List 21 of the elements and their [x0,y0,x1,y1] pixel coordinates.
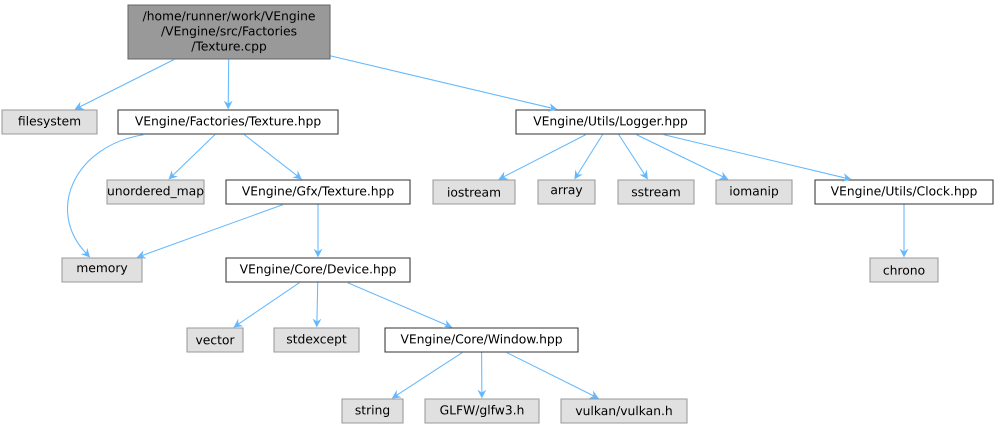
system-header-box: chrono [869,257,939,283]
system-header-box: filesystem [1,109,98,135]
system-header-box: iostream [432,179,516,205]
header-box: VEngine/Utils/Clock.hpp [814,179,994,205]
header-box: VEngine/Core/Device.hpp [225,257,411,283]
system-header-box: stdexcept [273,327,360,353]
system-header-box: GLFW/glfw3.h [424,398,540,424]
system-header-box: string [341,398,404,424]
system-header-box: vector [186,327,244,353]
header-box: VEngine/Factories/Texture.hpp [117,109,339,135]
system-header-box: sstream [617,179,695,205]
system-header-box: array [537,179,596,205]
main-file-box: /home/runner/work/VEngine /VEngine/src/Factories /Texture.cpp [127,4,331,60]
system-header-box: unordered_map [106,179,205,205]
system-header-box: vulkan/vulkan.h [560,398,688,424]
header-box: VEngine/Gfx/Texture.hpp [225,179,411,205]
header-box: VEngine/Core/Window.hpp [384,327,579,353]
system-header-box: memory [61,257,143,283]
arrow [67,134,145,258]
header-box: VEngine/Utils/Logger.hpp [515,109,706,135]
system-header-box: iomanip [715,179,793,205]
